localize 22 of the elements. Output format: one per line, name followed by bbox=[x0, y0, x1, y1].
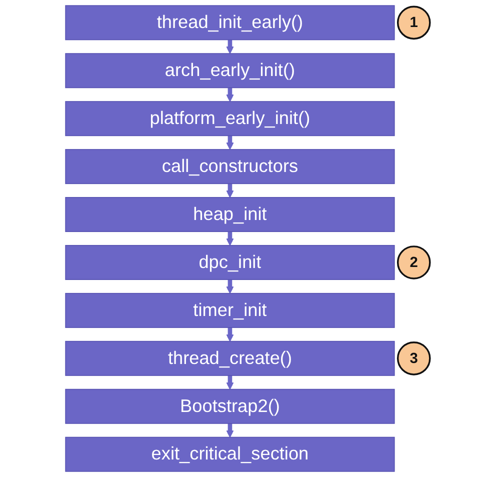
arrow bbox=[226, 184, 234, 198]
arrow bbox=[226, 280, 234, 294]
node-box: thread_init_early() bbox=[64, 5, 395, 40]
arrow bbox=[226, 136, 234, 150]
arrow bbox=[226, 88, 234, 102]
node-box: platform_early_init() bbox=[64, 101, 395, 136]
node-box: thread_create() bbox=[64, 340, 395, 376]
node-circle: 1 bbox=[396, 6, 431, 40]
node-box: arch_early_init() bbox=[64, 53, 395, 88]
node-box: timer_init bbox=[64, 292, 395, 328]
node-circle: 2 bbox=[396, 246, 431, 280]
node-box: call_constructors bbox=[64, 149, 395, 184]
arrow bbox=[226, 328, 234, 342]
arrow bbox=[226, 232, 234, 246]
arrow bbox=[226, 40, 234, 54]
node-box: heap_init bbox=[64, 197, 395, 232]
node-box: exit_critical_section bbox=[64, 436, 395, 472]
node-box: Bootstrap2() bbox=[64, 388, 395, 424]
arrow bbox=[226, 423, 234, 438]
arrow bbox=[226, 375, 234, 390]
node-circle: 3 bbox=[396, 342, 431, 376]
node-box: dpc_init bbox=[64, 244, 395, 280]
